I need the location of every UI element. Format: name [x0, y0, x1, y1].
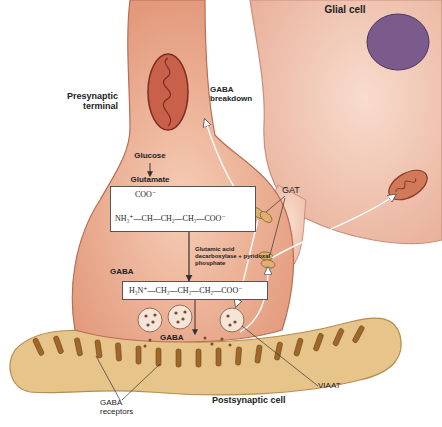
part-label: Presynaptic terminal — [46, 92, 118, 112]
chemical-formula: COO⁻ — [135, 190, 156, 200]
part-label: GAT — [282, 186, 312, 196]
enzyme-label: Glutamic acid decarboxylase + pyridoxal … — [195, 246, 275, 267]
part-label: GABA — [160, 334, 200, 343]
reaction-arrow — [188, 232, 189, 281]
part-label: Glucose — [122, 152, 178, 161]
part-label: GABA receptors — [100, 399, 148, 417]
part-label: Glial cell — [300, 4, 390, 15]
part-label: Postsynaptic cell — [212, 396, 332, 406]
part-label: Glutamate — [118, 176, 182, 185]
structure-box: COO⁻ NH₃⁺—CH—CH₂—CH₂—COO⁻ — [110, 186, 256, 232]
structure-box: H₃N⁺—CH₂—CH₂—CH₂—COO⁻ — [122, 281, 268, 300]
part-label: VIAAT — [318, 382, 362, 391]
part-label: GABA — [110, 268, 150, 277]
part-label: GABA breakdown — [210, 86, 265, 104]
chemical-formula: NH₃⁺—CH—CH₂—CH₂—COO⁻ — [115, 214, 226, 224]
chemical-formula: H₃N⁺—CH₂—CH₂—CH₂—COO⁻ — [129, 286, 242, 296]
